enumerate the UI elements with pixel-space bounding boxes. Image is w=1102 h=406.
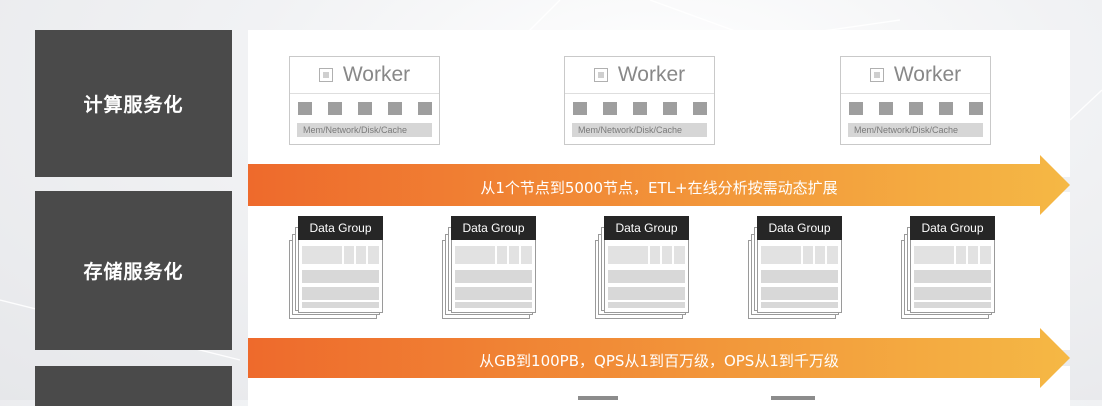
- data-group-label: Data Group: [757, 216, 842, 240]
- partial-node: [771, 396, 815, 400]
- worker-resources: Mem/Network/Disk/Cache: [297, 123, 432, 137]
- data-group-label: Data Group: [910, 216, 995, 240]
- data-group-label: Data Group: [604, 216, 689, 240]
- section-label-third: [35, 366, 232, 406]
- scale-arrow-compute: [248, 155, 1070, 215]
- data-group-label: Data Group: [298, 216, 383, 240]
- data-group: Data Group: [748, 216, 842, 319]
- arrow-text-compute: 从1个节点到5000节点，ETL+在线分析按需动态扩展: [480, 179, 838, 197]
- section-label-text: 存储服务化: [83, 261, 184, 283]
- worker-title: Worker: [342, 63, 411, 86]
- worker-card: Worker Mem/Network/Disk/Cache: [289, 56, 440, 145]
- worker-resources: Mem/Network/Disk/Cache: [572, 123, 707, 137]
- data-group: Data Group: [595, 216, 689, 319]
- worker-title: Worker: [617, 63, 686, 86]
- worker-slots: [565, 102, 714, 115]
- data-group: Data Group: [901, 216, 995, 319]
- chip-icon: [318, 68, 333, 82]
- chip-icon: [869, 68, 884, 82]
- section-label-compute: 计算服务化: [35, 30, 232, 177]
- partial-node: [578, 396, 618, 400]
- worker-card: Worker Mem/Network/Disk/Cache: [564, 56, 715, 145]
- section-label-text: 计算服务化: [83, 94, 184, 116]
- worker-slots: [290, 102, 439, 115]
- section-label-storage: 存储服务化: [35, 191, 232, 350]
- scale-arrow-storage: [248, 328, 1070, 388]
- chip-icon: [593, 68, 608, 82]
- worker-resources: Mem/Network/Disk/Cache: [848, 123, 983, 137]
- data-group-label: Data Group: [451, 216, 536, 240]
- worker-card: Worker Mem/Network/Disk/Cache: [840, 56, 991, 145]
- data-group: Data Group: [442, 216, 536, 319]
- worker-title: Worker: [893, 63, 962, 86]
- worker-slots: [841, 102, 990, 115]
- data-group: Data Group: [289, 216, 383, 319]
- arrow-text-storage: 从GB到100PB，QPS从1到百万级，OPS从1到千万级: [479, 352, 839, 370]
